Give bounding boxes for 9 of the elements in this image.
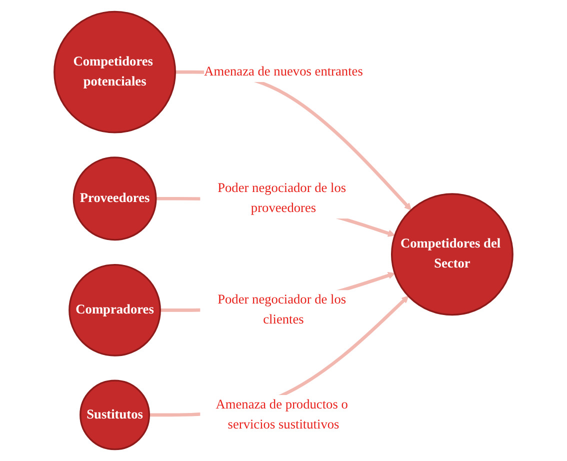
node-circle: Competidores potenciales — [54, 10, 176, 134]
node-circle: Sustitutos — [80, 380, 150, 450]
node-circle: Proveedores — [72, 156, 157, 241]
node-circle: Competidores del Sector — [390, 193, 514, 316]
edge-label: Poder negociador de los clientes — [218, 292, 346, 327]
edge-label: Poder negociador de los proveedores — [218, 181, 346, 216]
edge-label: Amenaza de nuevos entrantes — [204, 64, 363, 79]
edge-label: Amenaza de productos o servicios sustitutivos — [216, 397, 348, 432]
node-circle: Compradores — [68, 264, 161, 356]
